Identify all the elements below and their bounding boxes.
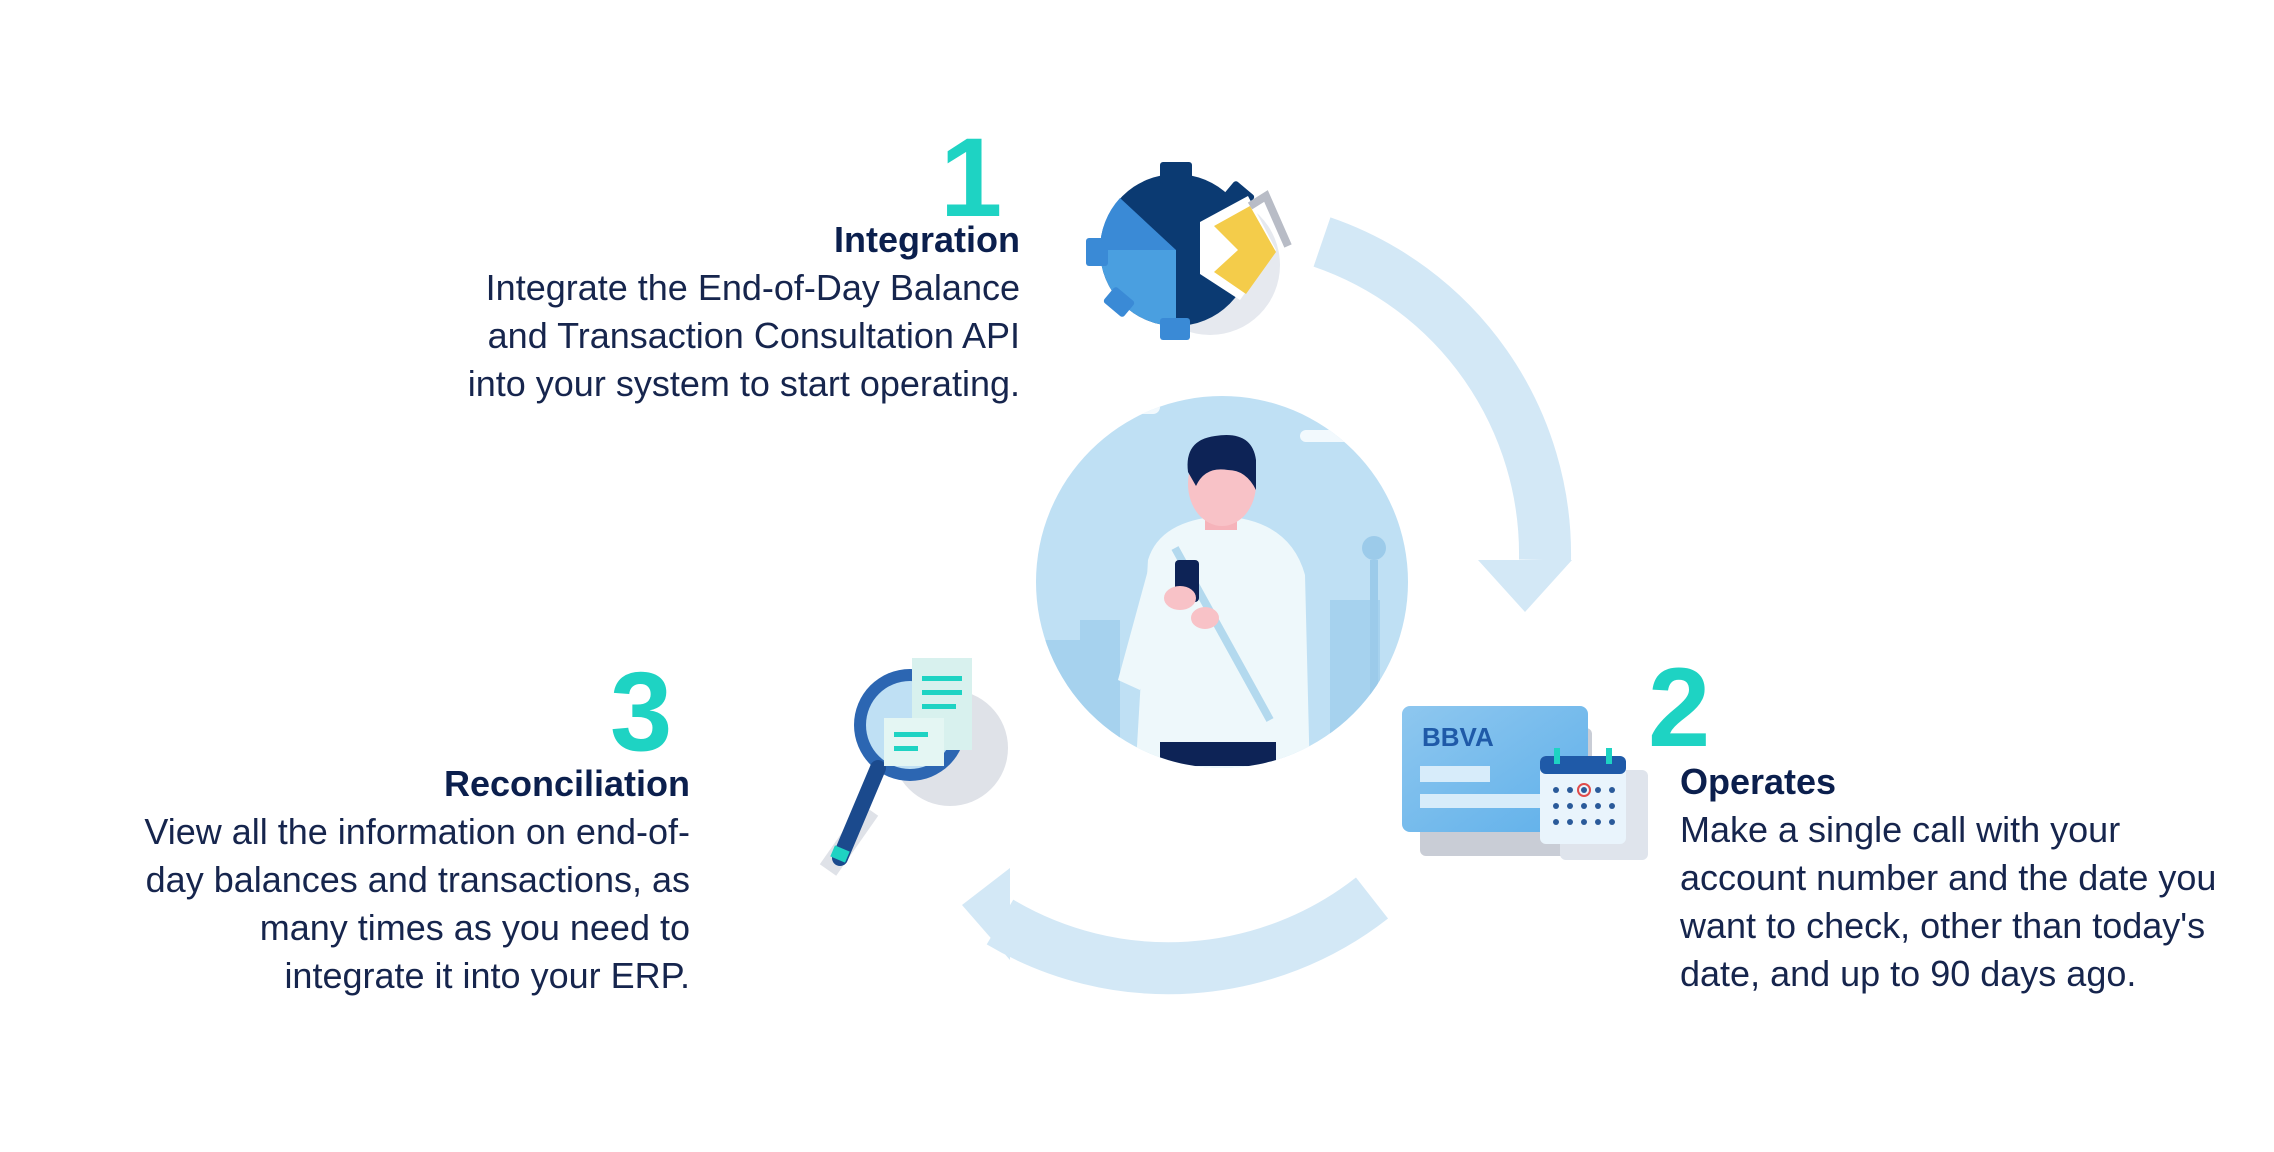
cycle-arrow-bottom (962, 868, 1389, 995)
step-2-line-1: Make a single call with your (1680, 809, 2121, 850)
cycle-arrow-top-right (1313, 217, 1572, 612)
person-illustration (1036, 396, 1408, 768)
step-1-title: Integration (834, 219, 1020, 260)
step-3-title: Reconciliation (443, 763, 690, 804)
step-3-line-2: day balances and transactions, as (145, 859, 690, 900)
step-1-line-2: and Transaction Consultation API (487, 315, 1020, 356)
magnifier-receipt-icon (819, 658, 1008, 876)
step-3-number: 3 (610, 649, 672, 774)
step-1-line-3: into your system to start operating. (467, 363, 1020, 404)
step-2-title: Operates (1680, 761, 1837, 802)
step-3-line-4: integrate it into your ERP. (284, 955, 690, 996)
step-3-line-1: View all the information on end-of- (144, 811, 690, 852)
step-2-text: Operates Make a single call with your ac… (1680, 758, 2260, 998)
step-1-number: 1 (940, 115, 1002, 240)
card-calendar-icon: BBVA (1402, 706, 1648, 860)
step-2-line-4: date, and up to 90 days ago. (1680, 953, 2137, 994)
step-2-line-2: account number and the date you (1680, 857, 2217, 898)
card-brand-label: BBVA (1422, 722, 1494, 752)
step-3-text: Reconciliation View all the information … (90, 760, 690, 1000)
step-3-line-3: many times as you need to (259, 907, 690, 948)
step-2-line-3: want to check, other than today's (1680, 905, 2206, 946)
gear-icon (1086, 162, 1292, 340)
step-1-line-1: Integrate the End-of-Day Balance (485, 267, 1020, 308)
step-2-number: 2 (1648, 645, 1710, 770)
step-1-text: Integration Integrate the End-of-Day Bal… (420, 216, 1020, 408)
